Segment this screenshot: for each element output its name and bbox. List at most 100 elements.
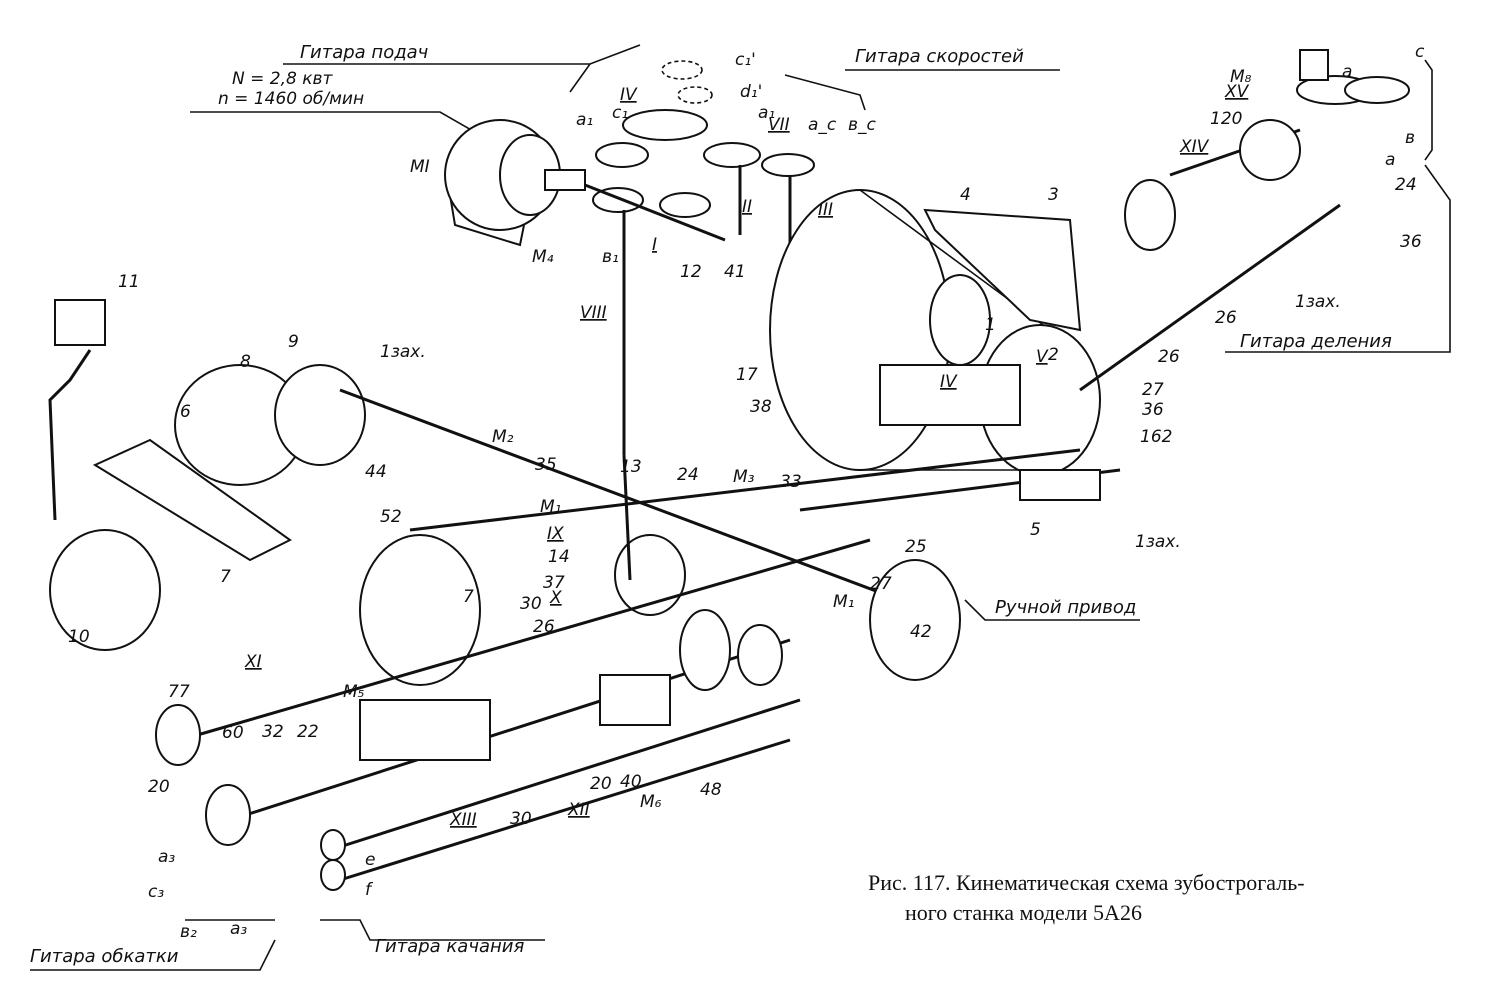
part-label: 60 (222, 723, 244, 743)
part-label: 40 (620, 772, 642, 792)
part-label: M₄ (532, 247, 554, 267)
part-label: 44 (365, 462, 387, 482)
part-label: 20 (148, 777, 170, 797)
part-label: II (742, 197, 752, 217)
part-label: M₁ (833, 592, 854, 612)
speed-guitar-title: Гитара скоростей (855, 46, 1024, 67)
part-label: 5 (1030, 520, 1041, 540)
part-label: 36 (1400, 232, 1422, 252)
part-label: 38 (750, 397, 772, 417)
part-label: в_c (848, 115, 877, 135)
part-label: a₃ (158, 847, 175, 867)
part-label: 17 (736, 365, 758, 385)
feed-guitar-title: Гитара подач (300, 42, 428, 63)
part-label: V (1036, 347, 1049, 367)
part-label: 12 (680, 262, 702, 282)
left-mechanism (48, 299, 1081, 686)
part-label: 24 (1395, 175, 1417, 195)
part-label: 30 (520, 594, 542, 614)
index-head (1079, 49, 1410, 392)
group-leaders (30, 44, 1451, 971)
part-label: 8 (240, 352, 251, 372)
caption-line-2: ного станка модели 5А26 (905, 900, 1142, 925)
part-label: a₁ (758, 103, 775, 123)
part-label: 24 (677, 465, 699, 485)
part-label: a₃ (230, 919, 247, 939)
part-label: 32 (262, 722, 284, 742)
part-label: 77 (168, 682, 190, 702)
part-label: c₃ (148, 882, 164, 902)
part-label: VII (768, 115, 790, 135)
part-label: 33 (780, 472, 802, 492)
part-label: XV (1224, 82, 1250, 102)
part-label: 37 (543, 573, 565, 593)
part-label: 42 (910, 622, 932, 642)
part-label: 1 (985, 315, 996, 335)
part-label: XI (244, 652, 262, 672)
part-label: XIV (1179, 137, 1210, 157)
part-label: 36 (1142, 400, 1164, 420)
part-label: VIII (580, 303, 607, 323)
part-label: XII (567, 800, 590, 820)
part-label: 26 (1215, 308, 1237, 328)
part-label: 30 (510, 809, 532, 829)
part-label: a (1385, 150, 1395, 170)
part-label: M₅ (343, 682, 365, 702)
part-label: 27 (1142, 380, 1164, 400)
manual-drive-title: Ручной привод (995, 597, 1136, 618)
part-label: 11 (118, 272, 140, 292)
part-label: c (1415, 42, 1425, 62)
part-label: c₁ (612, 103, 628, 123)
part-label: 2 (1048, 345, 1059, 365)
part-label: a_c (808, 115, 837, 135)
part-label: 162 (1140, 427, 1172, 447)
part-label: в₁ (602, 247, 619, 267)
part-label: III (818, 200, 833, 220)
caption-line-1: Рис. 117. Кинематическая схема зубострог… (868, 870, 1305, 895)
part-label: 3 (1048, 185, 1059, 205)
part-label: XIII (449, 810, 477, 830)
part-label: 7 (220, 567, 231, 587)
part-label: M₆ (640, 792, 662, 812)
lower-shafts (155, 468, 1121, 891)
part-label: 4 (960, 185, 971, 205)
motor-label: MI (410, 157, 430, 177)
part-label: X (549, 588, 562, 608)
guitar-gears (584, 60, 815, 455)
part-label: 1зах. (1295, 292, 1341, 312)
part-label: d₁' (740, 82, 762, 102)
part-label: в₂ (180, 922, 197, 942)
roll-guitar-title: Гитара обкатки (30, 946, 179, 967)
part-label: IX (547, 524, 564, 544)
part-label: I (652, 235, 657, 255)
part-label: 1зах. (1135, 532, 1181, 552)
part-label: 25 (905, 537, 927, 557)
part-label: 26 (1158, 347, 1180, 367)
part-label: 14 (548, 547, 570, 567)
part-label: 22 (297, 722, 319, 742)
part-label: 120 (1210, 109, 1242, 129)
part-label: 52 (380, 507, 402, 527)
part-label: M₂ (492, 427, 514, 447)
part-label: 20 (590, 774, 612, 794)
part-label: M₃ (733, 467, 755, 487)
part-label: a (1342, 62, 1352, 82)
part-label: e (365, 850, 375, 870)
part-label: 9 (288, 332, 299, 352)
swing-guitar-title: Гитара качания (375, 936, 524, 957)
part-label: 41 (724, 262, 746, 282)
index-guitar-title: Гитара деления (1240, 331, 1392, 352)
part-label: f (365, 880, 374, 900)
part-label: 26 (533, 617, 555, 637)
part-label: 48 (700, 780, 722, 800)
part-label: в (1405, 128, 1415, 148)
part-label: 27 (870, 574, 892, 594)
part-label: IV (620, 85, 638, 105)
part-label: 6 (180, 402, 191, 422)
part-label: 10 (68, 627, 90, 647)
part-label: 13 (620, 457, 642, 477)
part-label: c₁' (735, 50, 756, 70)
